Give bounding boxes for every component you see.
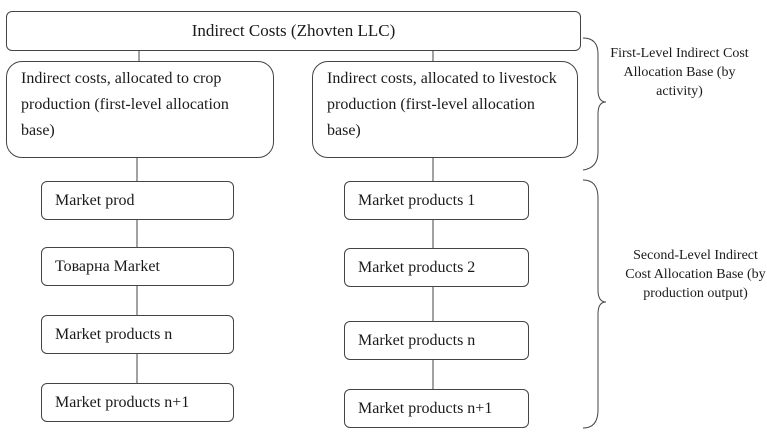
livestock-production-box: Indirect costs, allocated to livestock p… xyxy=(312,61,578,158)
right-product-3: Market products n xyxy=(344,321,529,360)
right-product-4: Market products n+1 xyxy=(344,389,529,428)
second-level-label: Second-Level Indirect Cost Allocation Ba… xyxy=(625,248,766,301)
left-product-4: Market products n+1 xyxy=(41,383,234,422)
right-product-2: Market products 2 xyxy=(344,248,529,287)
indirect-costs-box: Indirect Costs (Zhovten LLC) xyxy=(6,11,581,51)
first-level-label: First-Level Indirect Cost Allocation Bas… xyxy=(610,46,749,99)
second-level-brace xyxy=(582,179,607,429)
right-product-1: Market products 1 xyxy=(344,181,529,220)
left-product-2: Товарна Market xyxy=(41,247,234,286)
first-level-brace xyxy=(582,37,607,171)
crop-production-box: Indirect costs, allocated to crop produc… xyxy=(6,61,274,158)
left-product-3: Market products n xyxy=(41,315,234,354)
left-product-1: Market prod xyxy=(41,181,234,220)
